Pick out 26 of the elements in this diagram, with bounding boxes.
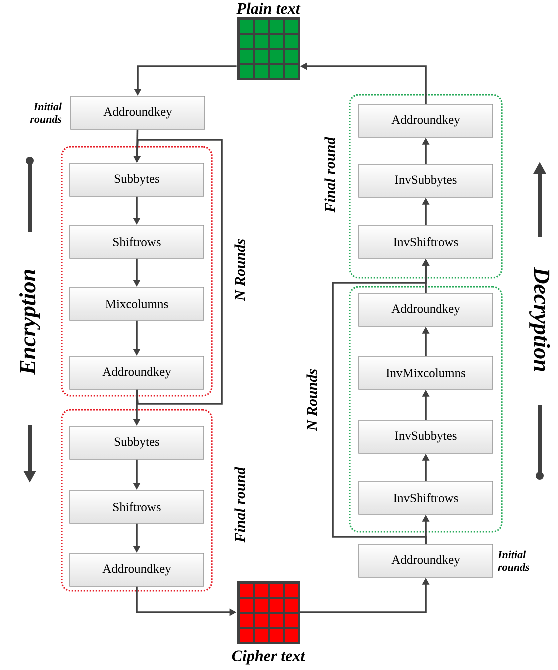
direction-label: Decryption [530, 267, 550, 372]
process-box: InvShiftrows [358, 481, 494, 515]
process-box: InvShiftrows [358, 225, 494, 259]
grid-title: Cipher text [232, 650, 306, 665]
process-box: Addroundkey [358, 544, 494, 578]
process-box: Addroundkey [70, 553, 204, 587]
process-box: Shiftrows [70, 225, 204, 259]
process-box: Subbytes [70, 163, 204, 197]
round-label: Final round [234, 467, 246, 543]
process-box: Addroundkey [358, 293, 494, 327]
process-box: Mixcolumns [70, 287, 204, 321]
round-label: N Rounds [234, 239, 246, 302]
process-box: Addroundkey [358, 104, 494, 138]
process-box: Subbytes [70, 426, 204, 460]
direction-label: Encryption [20, 270, 40, 376]
grid-title: Plain text [236, 2, 301, 14]
process-box: InvSubbytes [358, 420, 494, 454]
process-box: Addroundkey [70, 356, 204, 390]
side-note: Initial rounds [498, 550, 530, 572]
process-box: InvMixcolumns [358, 356, 494, 390]
round-label: Final round [324, 137, 336, 213]
process-box: Addroundkey [70, 96, 206, 130]
process-box: InvSubbytes [358, 164, 494, 198]
side-note: Initial rounds [30, 102, 62, 124]
round-label: N Rounds [306, 369, 318, 432]
process-box: Shiftrows [70, 490, 204, 524]
